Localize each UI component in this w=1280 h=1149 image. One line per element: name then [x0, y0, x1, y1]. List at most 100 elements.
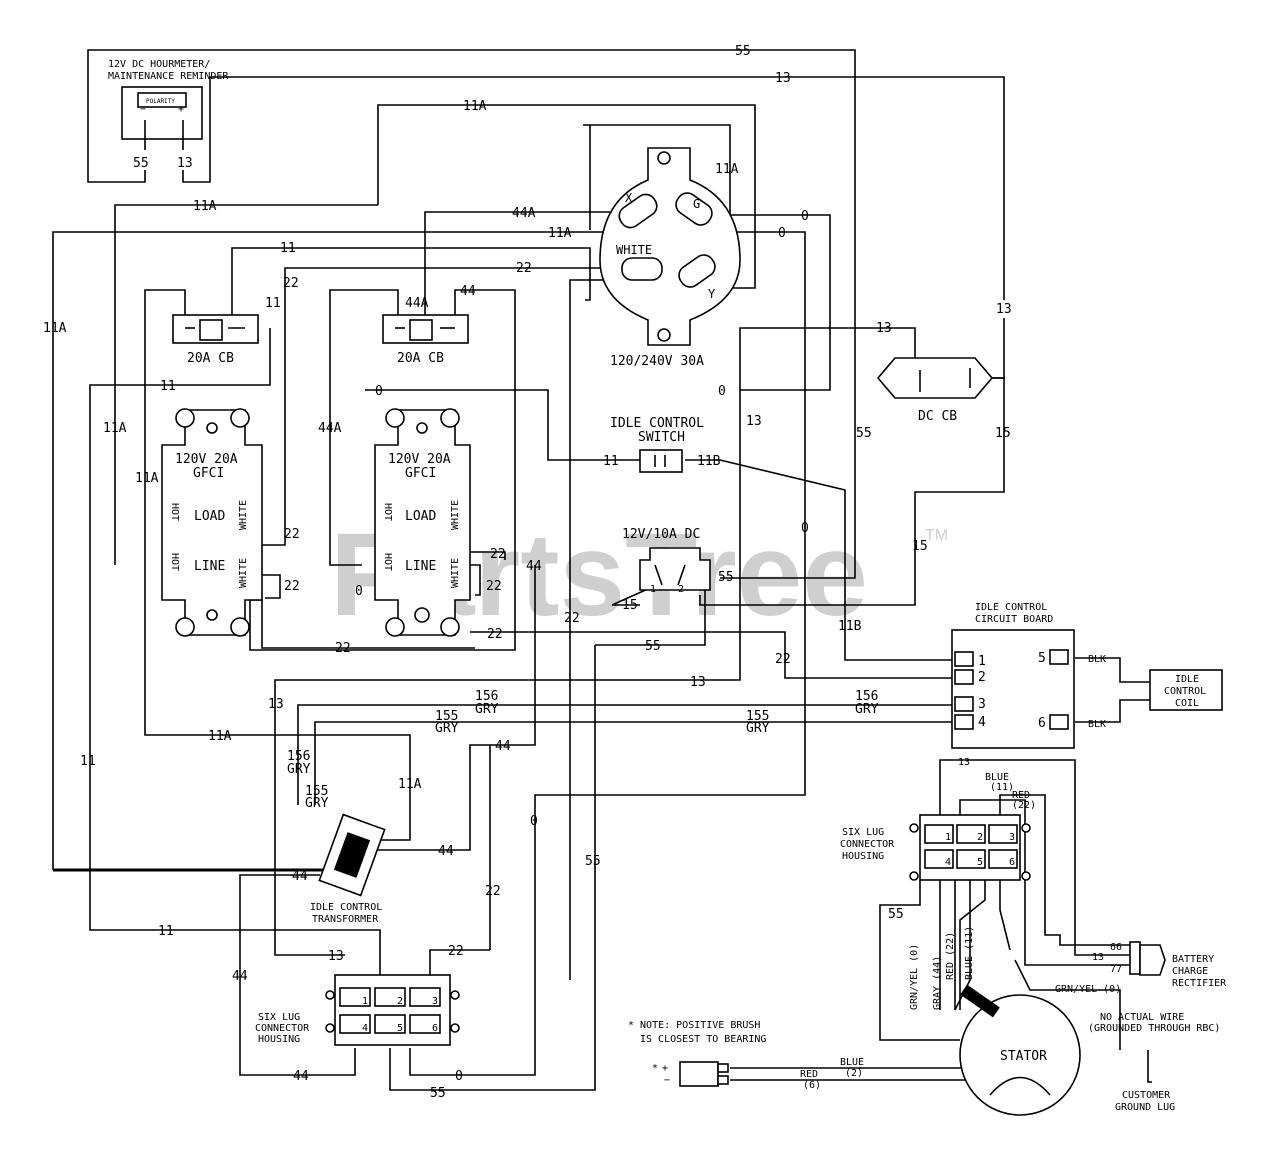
idle-control-switch[interactable]: IDLE CONTROL SWITCH 11 11B [603, 416, 721, 473]
gfci-2-hot-1: HOT [382, 503, 393, 521]
wire-label: 13 [328, 949, 344, 964]
gfci-outlet-2[interactable]: 120V 20A GFCI LOAD LINE HOT HOT WHITE WH… [374, 408, 471, 637]
wire-label: 15 [995, 426, 1011, 441]
brush-plus: + [662, 1063, 668, 1074]
idle-control-coil: IDLE CONTROL COIL [1149, 669, 1223, 711]
stator-gray: GRAY (44) [932, 956, 943, 1010]
stator-inner [989, 1076, 1051, 1096]
six-lug-connector-right: 1 2 3 4 5 6 SIX LUG CONNECTOR HOUSING [840, 814, 1031, 881]
wire-label: 13 [876, 321, 892, 336]
idle-coil-body [1149, 669, 1223, 711]
gfci-1-hot-2: HOT [169, 553, 180, 571]
wire-label: 0 [801, 521, 809, 536]
brush-note-l1: * NOTE: POSITIVE BRUSH [628, 1020, 760, 1031]
brush-note-l2: IS CLOSEST TO BEARING [640, 1034, 766, 1045]
outlet-30a-label: 120/240V 30A [610, 354, 704, 369]
wire-label: 0 [375, 384, 383, 399]
idle-board-pin-2: 2 [978, 670, 986, 685]
stator-blue: BLUE (11) [964, 926, 975, 980]
stator-blue-top-1: BLUE [985, 772, 1009, 783]
no-wire-l1: NO ACTUAL WIRE [1100, 1012, 1184, 1023]
outlet-30a-body [599, 147, 741, 346]
wire-labels: 55 13 11A 11A 11A 11A 44A 0 0 11 22 22 1… [43, 44, 1012, 1101]
idle-board-pin-3: 3 [978, 697, 986, 712]
wire-label: 22 [775, 652, 791, 667]
wire-label: 44 [526, 559, 542, 574]
wires [52, 49, 1150, 1091]
wire-label: GRY [305, 796, 329, 811]
gfci-1-title-2: GFCI [193, 466, 224, 481]
outlet-30a-y: Y [708, 287, 716, 301]
hourmeter-title-1: 12V DC HOURMETER/ [108, 59, 210, 70]
dc-outlet-title: 12V/10A DC [622, 527, 700, 542]
stator-label: STATOR [1000, 1049, 1047, 1064]
wire-label: 11A [43, 321, 67, 336]
wire-label: 44 [438, 844, 454, 859]
idle-board-pin-1: 1 [978, 654, 986, 669]
wire-label: 22 [284, 579, 300, 594]
wire-label: 44 [232, 969, 248, 984]
idle-control-transformer: IDLE CONTROL TRANSFORMER [310, 813, 386, 925]
breaker-20a-1-label: 20A CB [187, 351, 234, 366]
wire-label: 22 [448, 944, 464, 959]
customer-ground-lug: CUSTOMER GROUND LUG [1115, 1050, 1175, 1113]
six-lug-left-l3: HOUSING [258, 1034, 300, 1045]
breaker-20a-1[interactable]: 20A CB [172, 314, 259, 366]
wire-label: 55 [718, 570, 734, 585]
stator-blue-top-2: (11) [990, 782, 1014, 793]
six-lug-left-n1: 1 [362, 996, 368, 1007]
gfci-outlet-1[interactable]: 120V 20A GFCI LOAD LINE HOT HOT WHITE WH… [161, 408, 263, 637]
dc-breaker[interactable]: DC CB [876, 357, 994, 424]
hourmeter-pin-13: 13 [177, 156, 193, 171]
stator: STATOR GRN/YEL (0) GRAY (44) RED (22) BL… [888, 757, 1121, 1116]
hourmeter: 12V DC HOURMETER/ MAINTENANCE REMINDER P… [108, 59, 229, 171]
wire-label: 44A [512, 206, 536, 221]
wire-label: 55 [856, 426, 872, 441]
wire-label: 15 [622, 598, 638, 613]
idle-board-pin-4: 4 [978, 715, 986, 730]
wire-label: 22 [284, 527, 300, 542]
brush-note: * NOTE: POSITIVE BRUSH IS CLOSEST TO BEA… [628, 1020, 864, 1091]
idle-switch-right: 11B [697, 454, 721, 469]
wire-label: 44 [495, 739, 511, 754]
rectifier-w13: 13 [1092, 952, 1104, 963]
outlet-30a[interactable]: X G WHITE Y 120/240V 30A [599, 147, 741, 369]
idle-switch-title-2: SWITCH [638, 430, 685, 445]
six-lug-right-l2: CONNECTOR [840, 839, 895, 850]
transformer-l2: TRANSFORMER [312, 914, 379, 925]
idle-board-blk-1: BLK [1088, 654, 1106, 665]
wire-label: 55 [735, 44, 751, 59]
hourmeter-plus: + [178, 104, 184, 115]
six-lug-left-l1: SIX LUG [258, 1012, 300, 1023]
idle-board-body [951, 629, 1075, 749]
stator-red-top-2: (22) [1012, 800, 1036, 811]
gfci-1-title-1: 120V 20A [175, 452, 238, 467]
stator-red: RED (22) [945, 932, 956, 980]
dc-outlet-pin-2: 2 [678, 584, 684, 595]
wire-label: 22 [487, 627, 503, 642]
hourmeter-pin-55: 55 [133, 156, 149, 171]
wire-label: GRY [287, 762, 311, 777]
wire-label: 55 [645, 639, 661, 654]
six-lug-left-n4: 4 [362, 1023, 368, 1034]
stator-grnyel: GRN/YEL (0) [909, 944, 920, 1010]
stator-w55: 55 [888, 907, 904, 922]
gfci-2-title-2: GFCI [405, 466, 436, 481]
idle-switch-title-1: IDLE CONTROL [610, 416, 704, 431]
idle-board-title-1: IDLE CONTROL [975, 602, 1047, 613]
brush-blue: BLUE [840, 1057, 864, 1068]
stator-grnyel-2: GRN/YEL (0) [1055, 984, 1121, 995]
wire-label: 22 [564, 611, 580, 626]
wire-label: 11A [103, 421, 127, 436]
hourmeter-minus: − [140, 104, 146, 115]
wire-label: 11A [135, 471, 159, 486]
breaker-20a-2[interactable]: 20A CB [382, 314, 469, 366]
wire-label: GRY [746, 721, 770, 736]
wire-label: 11B [838, 619, 862, 634]
wire-label: 0 [355, 584, 363, 599]
dc-outlet[interactable]: 12V/10A DC 1 2 [622, 527, 711, 595]
no-wire-l2: (GROUNDED THROUGH RBC) [1088, 1023, 1220, 1034]
gfci-2-hot-2: HOT [382, 553, 393, 571]
gfci-2-white-2: WHITE [450, 558, 461, 588]
